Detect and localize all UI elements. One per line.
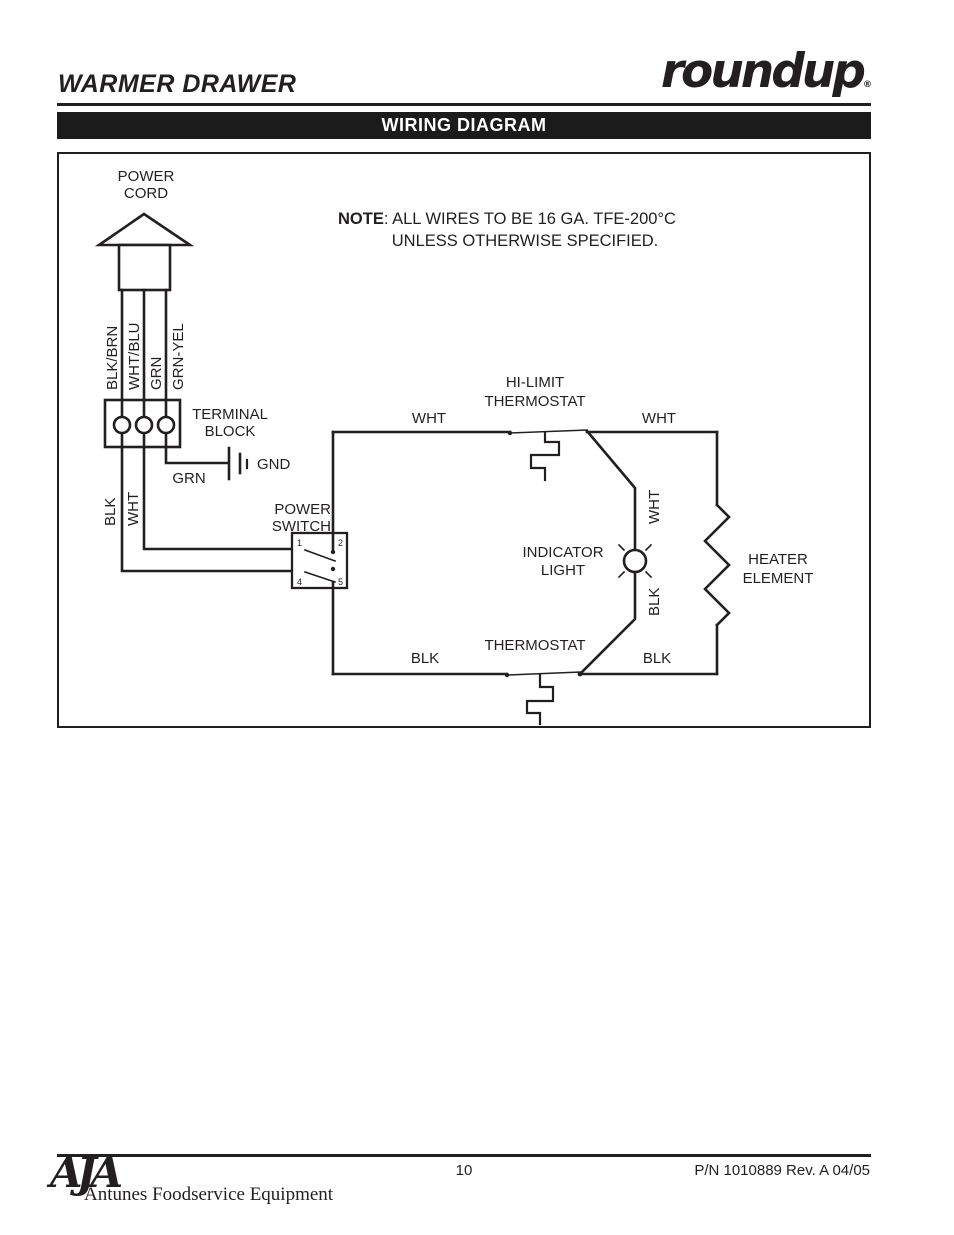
thermostat-blade	[506, 671, 581, 676]
wht-riser-wire	[142, 445, 307, 551]
indicator-bottom-wire-label: BLK	[646, 588, 663, 616]
switch-contact-5	[330, 566, 336, 572]
hi-limit-label-1: HI-LIMIT	[506, 374, 564, 391]
terminal-1-icon	[112, 415, 132, 435]
terminal-block-label-1: TERMINAL	[192, 406, 268, 423]
antunes-logo-icon: AJA	[50, 1148, 123, 1197]
cord-wire-label-grn: GRN	[148, 357, 165, 390]
wiring-diagram: NOTE: ALL WIRES TO BE 16 GA. TFE-200°C U…	[94, 168, 814, 726]
indicator-label-2: LIGHT	[541, 562, 585, 579]
power-switch	[290, 531, 349, 590]
power-switch-label-2: SWITCH	[272, 518, 331, 535]
hi-limit-step-icon	[529, 431, 561, 482]
gnd-label: GND	[257, 456, 291, 473]
switch-blade-top	[303, 548, 337, 563]
hi-limit-contact-left	[507, 430, 513, 436]
cord-wire-label-blk-brn: BLK/BRN	[104, 326, 121, 390]
roundup-logo: roundup®	[661, 48, 872, 95]
wiring-diagram-box: NOTE: ALL WIRES TO BE 16 GA. TFE-200°C U…	[57, 152, 871, 728]
indicator-label-1: INDICATOR	[522, 544, 603, 561]
note-line2: UNLESS OTHERWISE SPECIFIED.	[392, 232, 659, 250]
hi-limit-label-2: THERMOSTAT	[484, 393, 585, 410]
hi-limit-blade	[509, 429, 588, 434]
switch-terminal-1: 1	[297, 538, 302, 548]
part-number: P/N 1010889 Rev. A 04/05	[694, 1162, 870, 1179]
indicator-top-wire	[585, 429, 637, 552]
top-right-wire-label: WHT	[642, 410, 676, 427]
bottom-left-wire-label: BLK	[411, 650, 439, 667]
blk-riser-label: BLK	[102, 498, 119, 526]
bottom-right-wire-label: BLK	[643, 650, 671, 667]
section-title-bar: WIRING DIAGRAM	[57, 112, 871, 139]
switch-blade-bottom	[303, 570, 337, 584]
note-line1: NOTE: ALL WIRES TO BE 16 GA. TFE-200°C	[338, 210, 676, 228]
header-rule	[57, 103, 871, 106]
indicator-bottom-wire	[578, 570, 637, 676]
cord-wire-label-grn-yel: GRN-YEL	[170, 323, 187, 390]
cord-wire-label-wht-blu: WHT/BLU	[126, 323, 143, 391]
power-cord-label-2: CORD	[124, 185, 168, 202]
power-cord-plug-icon	[94, 212, 195, 247]
switch-terminal-4: 4	[297, 577, 302, 587]
heater-element-icon	[703, 503, 731, 627]
section-title: WIRING DIAGRAM	[381, 115, 547, 135]
power-switch-label-1: POWER	[274, 501, 331, 518]
heater-label-2: ELEMENT	[743, 570, 814, 587]
registered-mark-icon: ®	[863, 80, 872, 90]
terminal-2-icon	[134, 415, 154, 435]
power-cord-body	[117, 243, 172, 292]
antunes-logo-text: Antunes Foodservice Equipment	[84, 1184, 334, 1205]
wht-riser-label: WHT	[125, 492, 142, 526]
ground-wire	[164, 445, 229, 465]
power-cord-label-1: POWER	[118, 168, 175, 185]
thermostat-label: THERMOSTAT	[484, 637, 585, 654]
note-label: NOTE	[338, 210, 384, 228]
thermostat-step-icon	[525, 673, 555, 726]
heater-label-1: HEATER	[748, 551, 808, 568]
blk-riser-wire	[120, 445, 307, 573]
switch-terminal-2: 2	[338, 538, 343, 548]
terminal-block-label-2: BLOCK	[205, 423, 256, 440]
terminal-3-icon	[156, 415, 176, 435]
top-left-wire-label: WHT	[412, 410, 446, 427]
indicator-top-wire-label: WHT	[646, 490, 663, 524]
grn-wire-label: GRN	[172, 470, 205, 487]
note-rest: : ALL WIRES TO BE 16 GA. TFE-200°C	[384, 210, 676, 228]
indicator-light-icon	[622, 548, 648, 574]
roundup-logo-text: roundup	[660, 44, 866, 99]
footer-rule	[57, 1154, 871, 1157]
page-number: 10	[455, 1162, 473, 1179]
indicator-light-rays-icon	[617, 543, 653, 579]
page-title: WARMER DRAWER	[58, 70, 297, 98]
switch-terminal-5: 5	[338, 577, 343, 587]
